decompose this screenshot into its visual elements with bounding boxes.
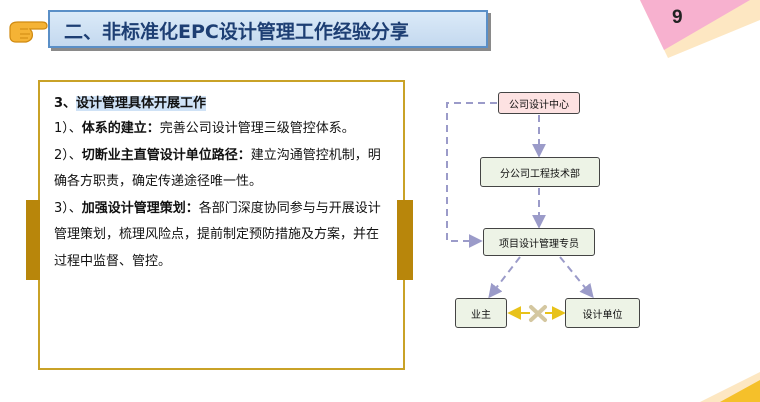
item-text: 完善公司设计管理三级管控体系。 <box>159 121 355 136</box>
corner-decoration-bottom <box>700 372 760 402</box>
node-design-unit: 设计单位 <box>565 298 640 328</box>
section-heading: 3、设计管理具体开展工作 <box>54 92 207 111</box>
panel-tab-right <box>397 200 413 280</box>
item-text: 各部门深度协同参与与开展设计管理策划，梳理风险点，提前制定预防措施及方案，并在过… <box>54 200 381 269</box>
content-panel <box>38 80 405 370</box>
heading-text: 设计管理具体开展工作 <box>76 96 207 111</box>
item-bold: 切断业主直管设计单位路径： <box>81 147 251 163</box>
list-item: 3）、加强设计管理策划：各部门深度协同参与与开展设计管理策划，梳理风险点，提前制… <box>54 196 389 276</box>
blocked-x-icon <box>529 305 547 322</box>
item-bold: 体系的建立： <box>81 121 160 136</box>
node-branch-tech-dept: 分公司工程技术部 <box>480 157 600 187</box>
corner-decoration <box>640 0 760 58</box>
item-prefix: 3）、 <box>54 200 82 216</box>
node-company-design-center: 公司设计中心 <box>498 92 580 114</box>
item-bold: 加强设计管理策划： <box>81 200 199 216</box>
node-owner: 业主 <box>455 298 507 328</box>
item-prefix: 2）、 <box>54 147 82 163</box>
body-text: 1）、体系的建立：完善公司设计管理三级管控体系。 2）、切断业主直管设计单位路径… <box>54 116 389 275</box>
item-text: 建立沟通管控机制，明确各方职责，确定传递途径唯一性。 <box>54 147 381 190</box>
title-banner: 二、非标准化EPC设计管理工作经验分享 <box>48 10 488 48</box>
page-number: 9 <box>672 7 683 28</box>
panel-tab-left <box>26 200 40 280</box>
heading-number: 3、 <box>54 96 77 111</box>
page-title: 二、非标准化EPC设计管理工作经验分享 <box>64 21 409 43</box>
list-item: 1）、体系的建立：完善公司设计管理三级管控体系。 <box>54 116 389 143</box>
pointing-hand-icon <box>9 21 48 43</box>
node-project-design-manager: 项目设计管理专员 <box>483 228 595 256</box>
item-prefix: 1）、 <box>54 121 82 136</box>
list-item: 2）、切断业主直管设计单位路径：建立沟通管控机制，明确各方职责，确定传递途径唯一… <box>54 143 389 196</box>
